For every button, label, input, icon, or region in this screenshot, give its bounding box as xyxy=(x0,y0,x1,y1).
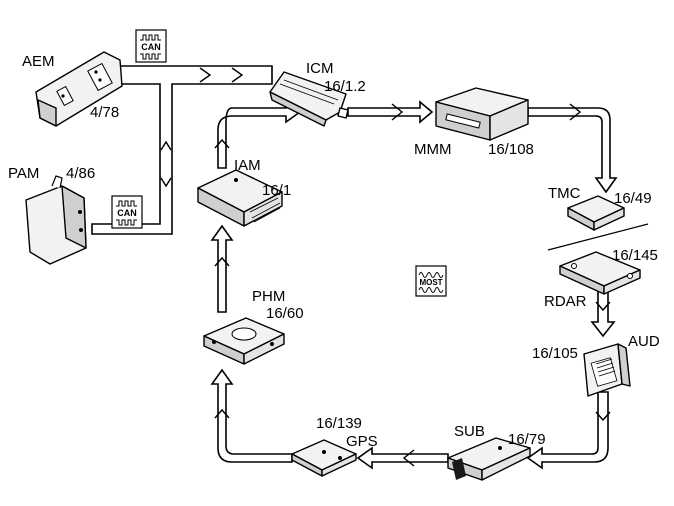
gps-name: GPS xyxy=(346,433,378,450)
rdar-name: RDAR xyxy=(544,293,587,310)
sub-module xyxy=(447,437,531,481)
iam-code: 16/1 xyxy=(262,182,291,199)
pam-name: PAM xyxy=(8,165,39,182)
icm-name: ICM xyxy=(306,60,334,77)
icm-code: 16/1.2 xyxy=(324,78,366,95)
gps-code: 16/139 xyxy=(316,415,362,432)
aem-name: AEM xyxy=(22,53,55,70)
can-symbol-top: CAN xyxy=(135,29,167,63)
can-symbol-bottom: CAN xyxy=(111,195,143,229)
sub-name: SUB xyxy=(454,423,485,440)
phm-code: 16/60 xyxy=(266,305,304,322)
can-label-top: CAN xyxy=(141,42,161,52)
can-bus xyxy=(91,65,273,235)
pam-module xyxy=(25,175,87,265)
tmc-module xyxy=(567,195,625,231)
tmc-code: 16/49 xyxy=(614,190,652,207)
mmm-module xyxy=(435,87,529,141)
rdar-code: 16/145 xyxy=(612,247,658,264)
tmc-name: TMC xyxy=(548,185,581,202)
icm-module xyxy=(269,71,349,127)
most-label: MOST xyxy=(419,278,442,287)
most-ring xyxy=(210,100,649,470)
aud-code: 16/105 xyxy=(532,345,578,362)
rdar-module xyxy=(559,251,641,295)
aud-name: AUD xyxy=(628,333,660,350)
mmm-code: 16/108 xyxy=(488,141,534,158)
most-symbol: MOST xyxy=(415,265,447,297)
iam-name: IAM xyxy=(234,157,261,174)
pam-code: 4/86 xyxy=(66,165,95,182)
phm-name: PHM xyxy=(252,288,285,305)
can-label-bottom: CAN xyxy=(117,208,137,218)
sub-code: 16/79 xyxy=(508,431,546,448)
iam-module xyxy=(197,169,283,227)
aem-code: 4/78 xyxy=(90,104,119,121)
mmm-name: MMM xyxy=(414,141,452,158)
aud-module xyxy=(583,343,631,397)
aem-module xyxy=(35,51,123,127)
phm-module xyxy=(203,317,285,365)
gps-module xyxy=(291,439,357,477)
